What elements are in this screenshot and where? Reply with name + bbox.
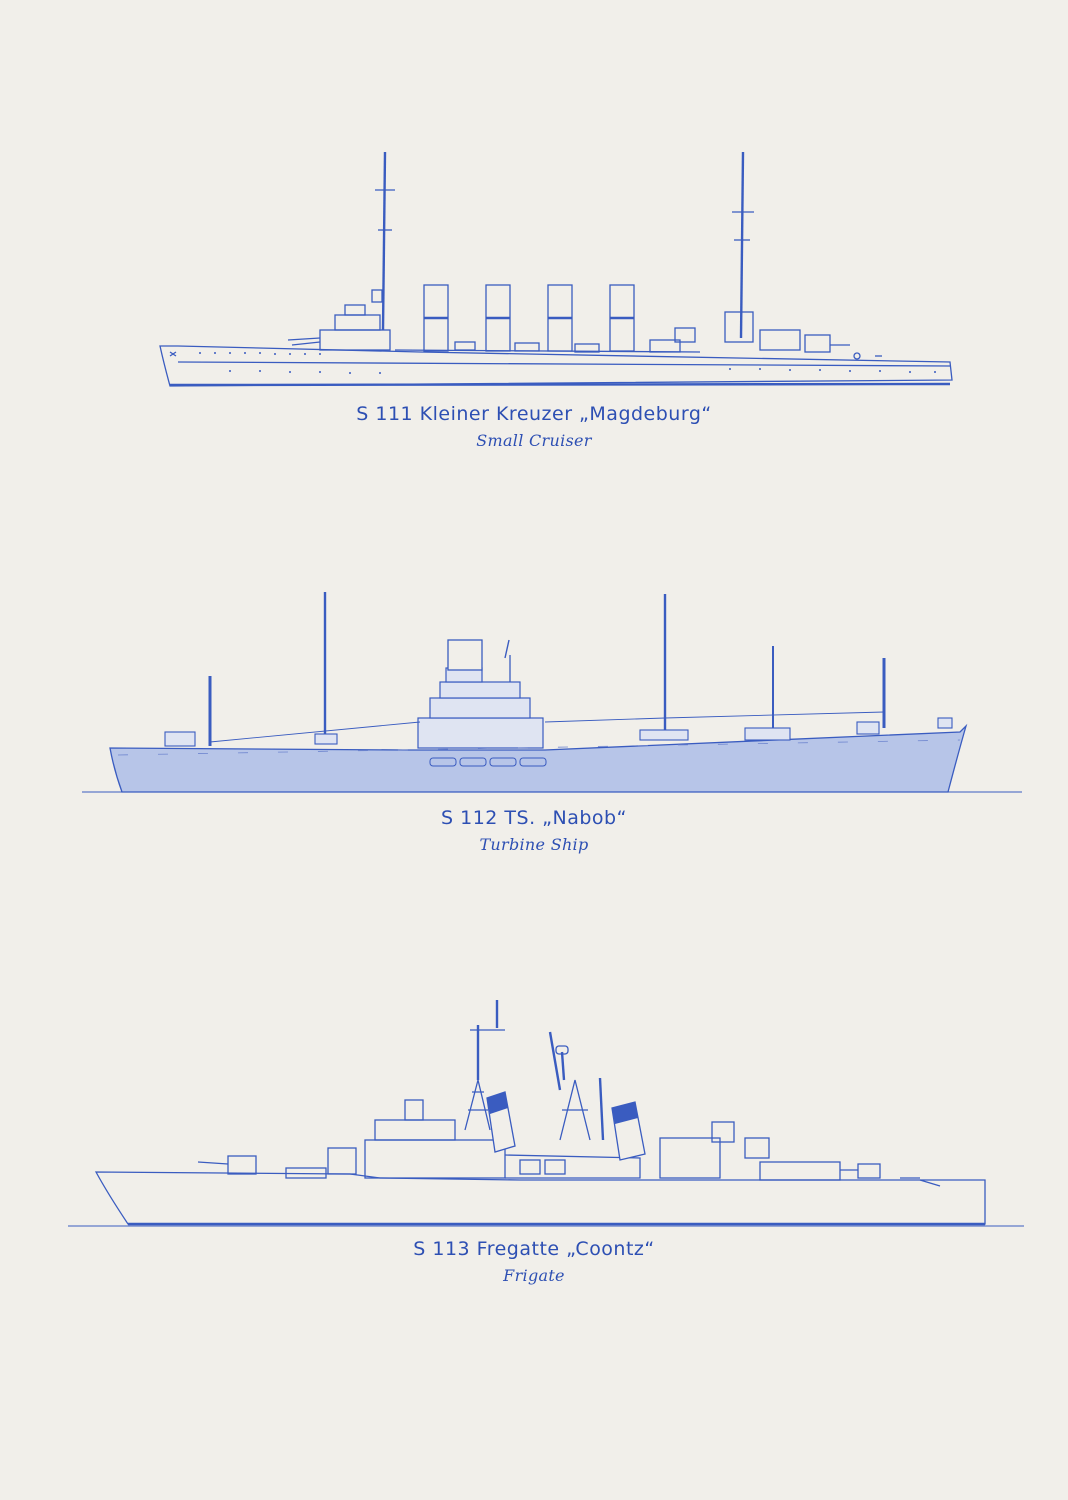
caption-coontz: S 113 Fregatte „Coontz“ Frigate xyxy=(0,1238,1068,1285)
cruiser-drawing xyxy=(159,151,953,387)
turbine-ship-drawing xyxy=(82,592,1022,793)
plate-title: S 112 TS. „Nabob“ xyxy=(441,807,627,829)
plate-coontz: S 113 Fregatte „Coontz“ Frigate xyxy=(0,980,1068,1310)
frigate-drawing xyxy=(68,1000,1024,1227)
plate-subtitle: Frigate xyxy=(503,1266,565,1285)
plate-magdeburg: S 111 Kleiner Kreuzer „Magdeburg“ Small … xyxy=(0,0,1068,470)
caption-nabob: S 112 TS. „Nabob“ Turbine Ship xyxy=(0,807,1068,854)
plate-subtitle: Turbine Ship xyxy=(479,835,589,854)
plate-nabob: S 112 TS. „Nabob“ Turbine Ship xyxy=(0,470,1068,890)
plate-subtitle: Small Cruiser xyxy=(476,431,592,450)
caption-magdeburg: S 111 Kleiner Kreuzer „Magdeburg“ Small … xyxy=(0,403,1068,450)
plate-title: S 111 Kleiner Kreuzer „Magdeburg“ xyxy=(356,403,712,425)
plate-title: S 113 Fregatte „Coontz“ xyxy=(413,1238,655,1260)
